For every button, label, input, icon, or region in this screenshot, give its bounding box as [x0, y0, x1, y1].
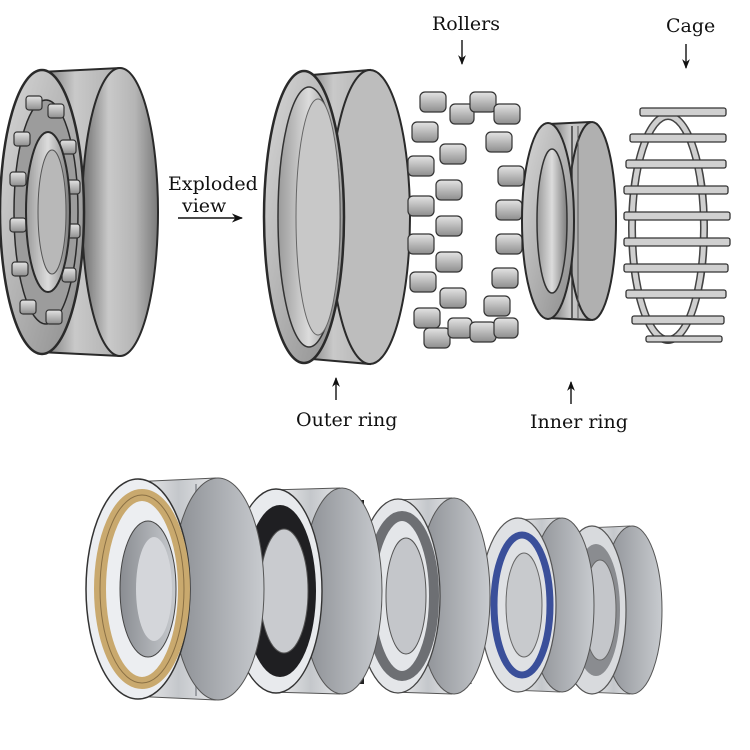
- cage-label: Cage: [666, 15, 715, 37]
- inner-ring-label: Inner ring: [530, 411, 628, 433]
- cage: [623, 107, 731, 344]
- outer-ring: [262, 68, 411, 366]
- bearings-photo: [85, 477, 663, 701]
- assembled-bearing: [0, 66, 159, 358]
- exploded-view-label-line2: view: [181, 195, 227, 217]
- rollers-assembly: [407, 91, 525, 349]
- bearing-1: [85, 477, 265, 701]
- exploded-view-label-line1: Exploded: [168, 173, 258, 195]
- outer-ring-label: Outer ring: [296, 409, 397, 431]
- rollers-label: Rollers: [432, 13, 500, 35]
- inner-ring: [521, 120, 617, 322]
- bearing-5: [557, 525, 663, 695]
- bearing-4: [479, 517, 595, 693]
